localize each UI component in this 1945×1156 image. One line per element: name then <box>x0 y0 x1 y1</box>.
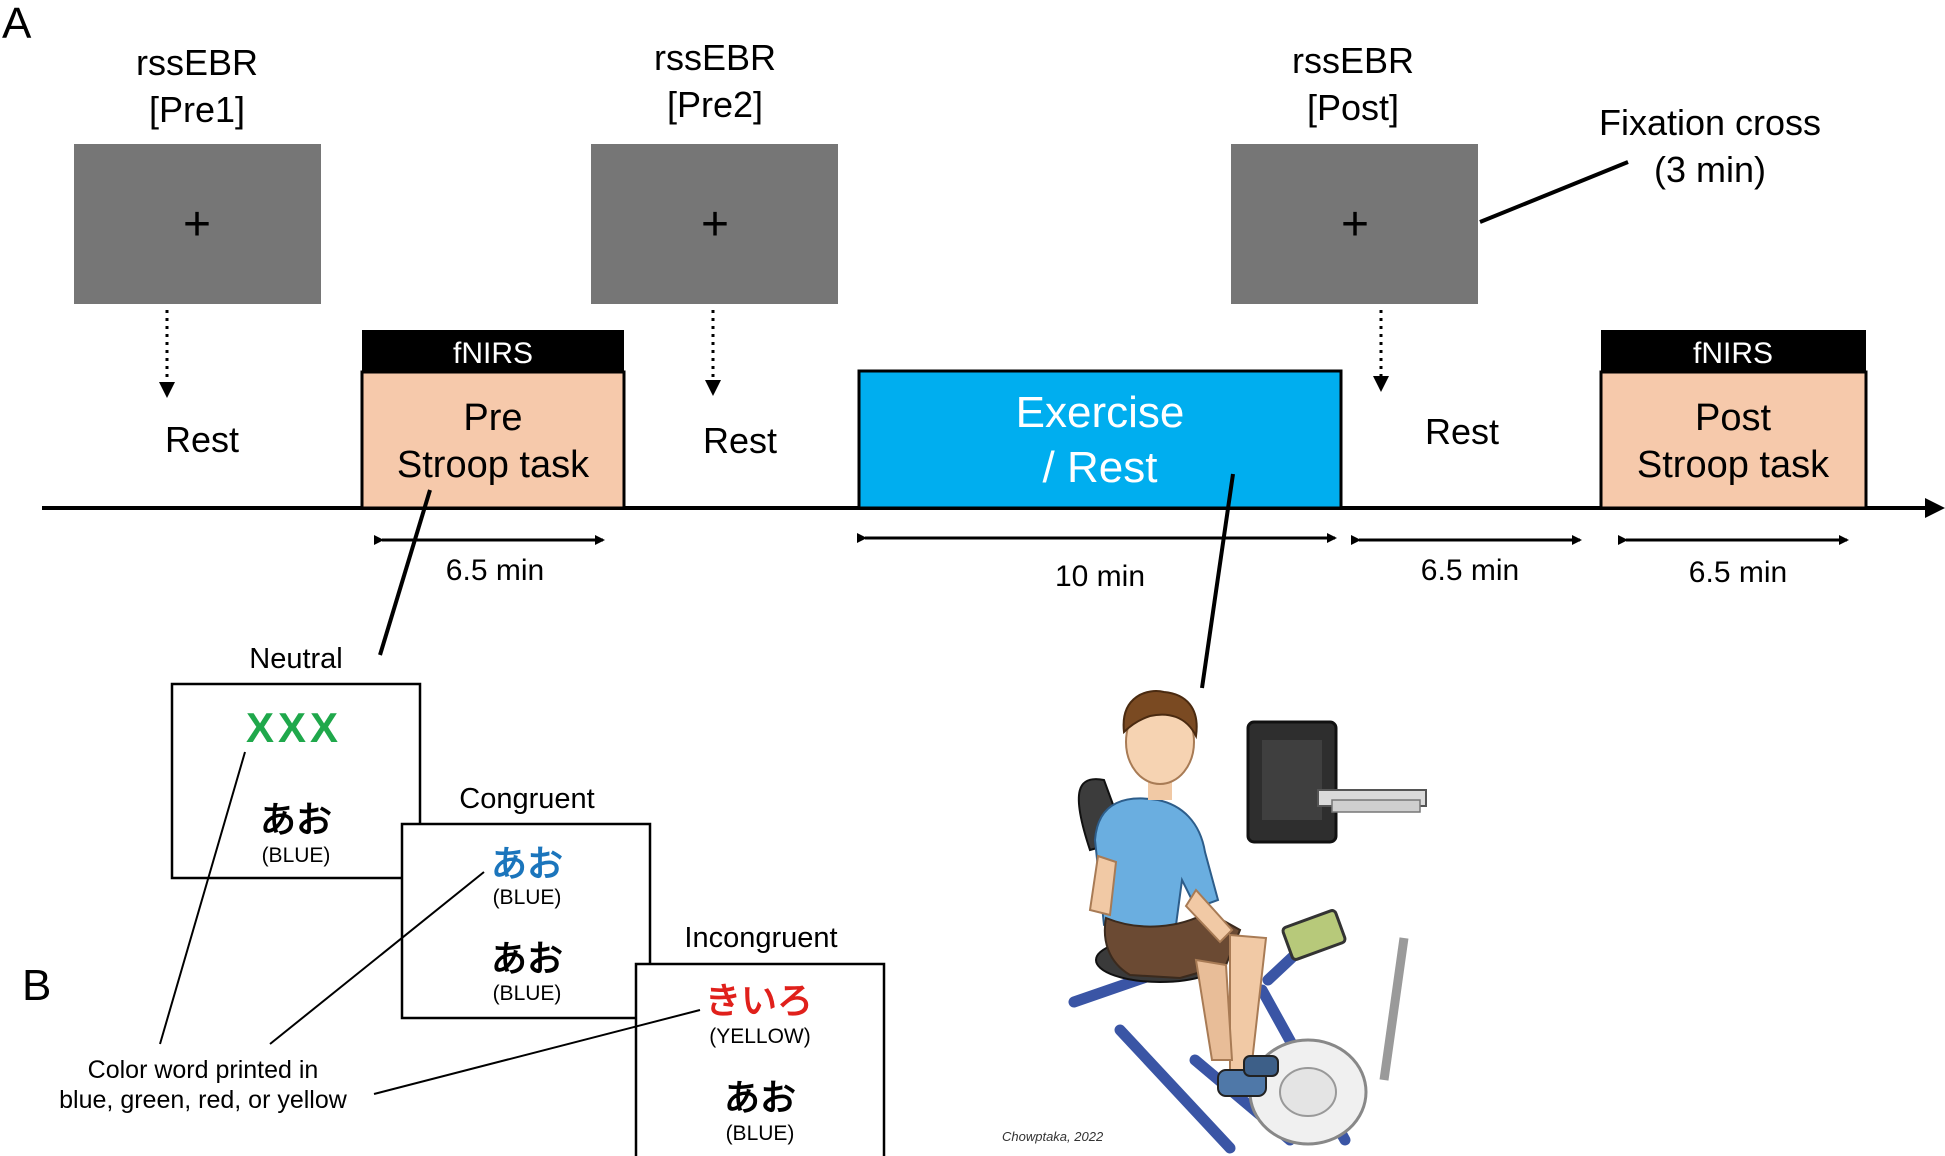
rss-block-pre1: rssEBR [Pre1] + <box>74 42 321 398</box>
panel-label-a: A <box>2 0 32 48</box>
fixation-cross-icon: + <box>1341 198 1369 251</box>
rss-block-pre2: rssEBR [Pre2] + <box>591 37 838 396</box>
stroop-title: Congruent <box>459 783 594 815</box>
callout-leader-line <box>1479 160 1629 224</box>
timeline-arrowhead <box>1925 498 1945 518</box>
duration-post: 6.5 min <box>1618 535 1849 589</box>
panel-label-b: B <box>22 961 51 1010</box>
duration-pre: 6.5 min <box>374 535 605 587</box>
hair <box>1122 690 1198 740</box>
fnirs-label: fNIRS <box>1693 337 1773 370</box>
stimulus-text-english: (BLUE) <box>493 886 562 909</box>
fixation-screen <box>591 144 838 304</box>
fnirs-label: fNIRS <box>453 337 533 370</box>
post-stroop-block: fNIRS Post Stroop task <box>1599 330 1868 510</box>
connector-pre-to-stroop <box>378 489 432 656</box>
fixation-callout-line1: Fixation cross <box>1599 102 1821 143</box>
fixation-screen <box>74 144 321 304</box>
exercise-line2: / Rest <box>1043 443 1158 492</box>
down-arrow-icon <box>1373 376 1389 392</box>
leg-right <box>1194 958 1234 1061</box>
pre-task-line2: Stroop task <box>397 444 590 486</box>
participant-icon <box>1088 690 1279 1097</box>
fixation-cross-icon: + <box>183 198 211 251</box>
duration-rest: 6.5 min <box>1351 535 1582 587</box>
rss-label-line1: rssEBR <box>1292 40 1414 81</box>
down-arrow-icon <box>705 380 721 396</box>
pre-stroop-block: fNIRS Pre Stroop task <box>360 330 626 510</box>
stimulus-text: XXX <box>246 704 342 751</box>
exercise-line1: Exercise <box>1016 388 1185 437</box>
pre-task-line1: Pre <box>463 397 522 439</box>
arm-right <box>1184 888 1234 944</box>
color-word-english: (BLUE) <box>262 844 331 867</box>
duration-exercise: 10 min <box>857 533 1337 593</box>
note-leader-neutral <box>159 751 246 1045</box>
rss-label-line2: [Pre1] <box>149 89 245 130</box>
stimulus-text-english: (YELLOW) <box>709 1025 811 1048</box>
fixation-callout-line2: (3 min) <box>1654 149 1766 190</box>
bike-pole <box>1379 937 1409 1081</box>
stroop-title: Neutral <box>249 643 343 675</box>
color-word-english: (BLUE) <box>493 982 562 1005</box>
rss-label-line2: [Post] <box>1307 87 1399 128</box>
exercise-illustration: Chowptaka, 2022 <box>1002 690 1427 1154</box>
fixation-cross-icon: + <box>701 198 729 251</box>
rss-label-line1: rssEBR <box>654 37 776 78</box>
stroop-note-line2: blue, green, red, or yellow <box>59 1086 348 1114</box>
stroop-task-box <box>1599 370 1868 510</box>
stroop-card <box>170 682 422 880</box>
stroop-card <box>400 822 652 1020</box>
duration-label: 6.5 min <box>1689 556 1787 589</box>
bike-console <box>1281 909 1347 961</box>
rss-label-line1: rssEBR <box>136 42 258 83</box>
down-arrow-icon <box>159 382 175 398</box>
rest-label-1: Rest <box>165 419 239 460</box>
stroop-incongruent: Incongruent きいろ (YELLOW) あお (BLUE) <box>634 922 886 1156</box>
exercise-block: Exercise / Rest <box>857 369 1343 510</box>
stroop-congruent: Congruent あお (BLUE) あお (BLUE) <box>400 783 652 1020</box>
fnirs-bar <box>362 330 624 372</box>
exercise-box <box>857 369 1343 510</box>
rest-label-3: Rest <box>1425 411 1499 452</box>
monitor-icon <box>1246 720 1427 844</box>
stimulus-text: きいろ <box>705 980 813 1021</box>
fnirs-bar <box>1601 330 1866 372</box>
rest-label-2: Rest <box>703 420 777 461</box>
post-task-line1: Post <box>1695 397 1771 439</box>
post-task-line2: Stroop task <box>1637 444 1830 486</box>
rss-label-line2: [Pre2] <box>667 84 763 125</box>
stroop-title: Incongruent <box>684 922 837 954</box>
duration-label: 6.5 min <box>446 554 544 587</box>
color-word: あお <box>491 938 563 979</box>
color-word: あお <box>260 799 332 840</box>
fixation-screen <box>1231 144 1478 304</box>
fixation-callout: Fixation cross (3 min) <box>1479 102 1821 224</box>
shoe-left <box>1243 1055 1279 1077</box>
color-word: あお <box>724 1077 796 1118</box>
stroop-task-box <box>360 370 626 510</box>
arm-left <box>1088 854 1118 917</box>
illustration-signature: Chowptaka, 2022 <box>1002 1129 1104 1144</box>
note-leader-incongruent <box>373 1009 701 1095</box>
connector-exercise-to-illustration <box>1200 473 1235 689</box>
duration-label: 10 min <box>1055 560 1145 593</box>
duration-label: 6.5 min <box>1421 554 1519 587</box>
stimulus-text: あお <box>491 843 563 884</box>
color-word-english: (BLUE) <box>726 1122 795 1145</box>
stroop-neutral: Neutral XXX あお (BLUE) <box>170 643 422 880</box>
note-leader-congruent <box>269 871 485 1045</box>
rss-block-post: rssEBR [Post] + <box>1231 40 1478 392</box>
stroop-note-line1: Color word printed in <box>88 1056 319 1084</box>
stroop-card <box>634 962 886 1156</box>
